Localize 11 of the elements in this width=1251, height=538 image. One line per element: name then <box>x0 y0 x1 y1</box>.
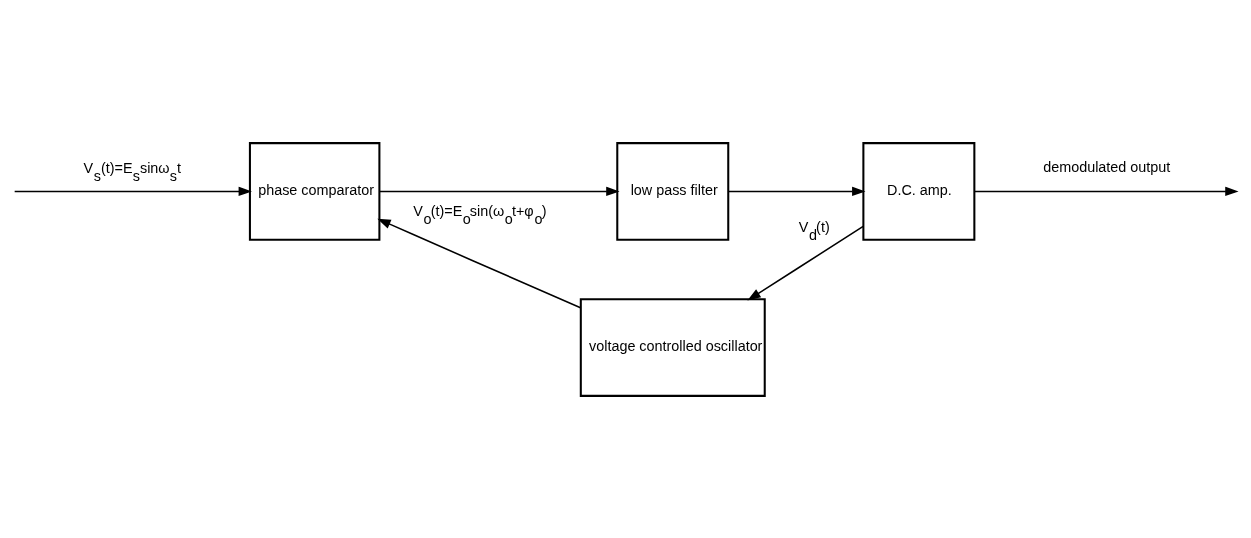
node-box: voltage controlled oscillator <box>579 297 766 397</box>
arrow <box>379 186 620 196</box>
edge-label: demodulated output <box>1043 158 1171 175</box>
arrow <box>747 225 864 300</box>
arrow <box>377 218 582 309</box>
node-box: phase comparator <box>248 141 381 241</box>
arrow <box>727 186 866 196</box>
arrow <box>973 186 1239 196</box>
node-box: D.C. amp. <box>862 141 976 241</box>
arrow <box>13 186 252 196</box>
node-box: low pass filter <box>616 141 730 241</box>
